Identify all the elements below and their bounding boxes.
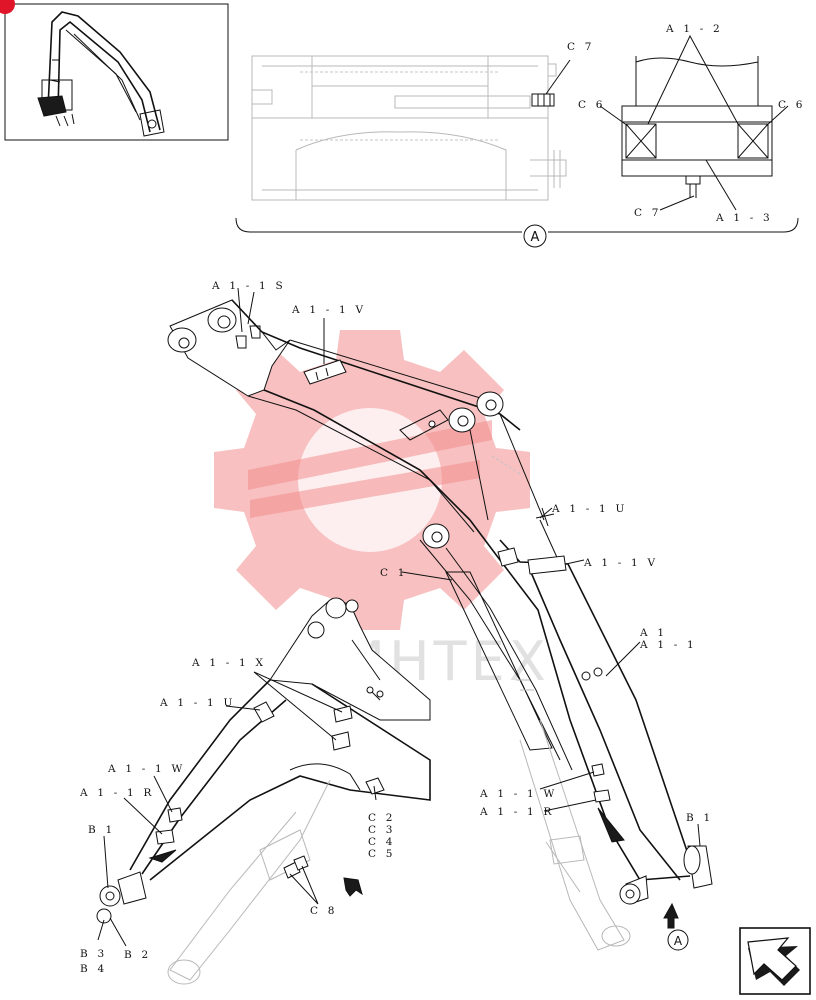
label-a1-1u-left: A 1 - 1 U — [159, 697, 236, 709]
label-c7-bottom: C 7 — [634, 207, 662, 219]
cross-section-detail — [599, 34, 789, 211]
label-b3: B 3 — [80, 948, 107, 960]
label-c8: C 8 — [310, 905, 338, 917]
label-a1-2: A 1 - 2 — [665, 23, 723, 35]
next-page-icon[interactable] — [739, 927, 811, 995]
label-b2: B 2 — [124, 949, 151, 961]
direction-arrow-small — [343, 877, 363, 897]
lower-left-boom-view — [96, 597, 431, 985]
corner-badge — [0, 0, 15, 14]
label-c5: C 5 — [368, 848, 396, 860]
label-a1-3: A 1 - 3 — [715, 212, 773, 224]
main-boom-leaders — [237, 287, 701, 847]
label-a1-1s: A 1 - 1 S — [211, 280, 286, 292]
view-arrow-a: A — [663, 902, 689, 951]
label-c4: C 4 — [368, 836, 396, 848]
main-boom — [167, 299, 713, 951]
lower-left-leaders — [97, 671, 377, 947]
label-a1-1v-top: A 1 - 1 V — [291, 304, 366, 316]
label-a1-1u-right: A 1 - 1 U — [551, 503, 628, 515]
label-a1: A 1 — [639, 627, 667, 639]
arrow-ref-tag: A — [674, 934, 683, 948]
label-c6-right: C 6 — [778, 99, 806, 111]
detail-a-tag: A — [531, 230, 540, 245]
label-b1-right: B 1 — [686, 812, 713, 824]
label-a1-1v-right: A 1 - 1 V — [583, 557, 658, 569]
label-c1: C 1 — [380, 567, 408, 579]
label-c6-left: C 6 — [578, 99, 606, 111]
label-a1-1w-right: A 1 - 1 W — [479, 788, 557, 800]
label-c3: C 3 — [368, 824, 396, 836]
top-section-ghost-view — [251, 55, 571, 201]
label-a1-1w-left: A 1 - 1 W — [107, 763, 185, 775]
label-b4: B 4 — [80, 963, 107, 975]
thumbnail-frame — [0, 0, 229, 141]
label-a1-1: A 1 - 1 — [639, 639, 697, 651]
detail-brace: A — [235, 217, 799, 248]
label-b1-left: B 1 — [88, 824, 115, 836]
label-a1-1x: A 1 - 1 X — [191, 657, 266, 669]
label-a1-1r-right: A 1 - 1 R — [479, 806, 555, 818]
label-c2: C 2 — [368, 812, 396, 824]
label-a1-1r-left: A 1 - 1 R — [79, 787, 155, 799]
label-c7-top: C 7 — [567, 41, 595, 53]
